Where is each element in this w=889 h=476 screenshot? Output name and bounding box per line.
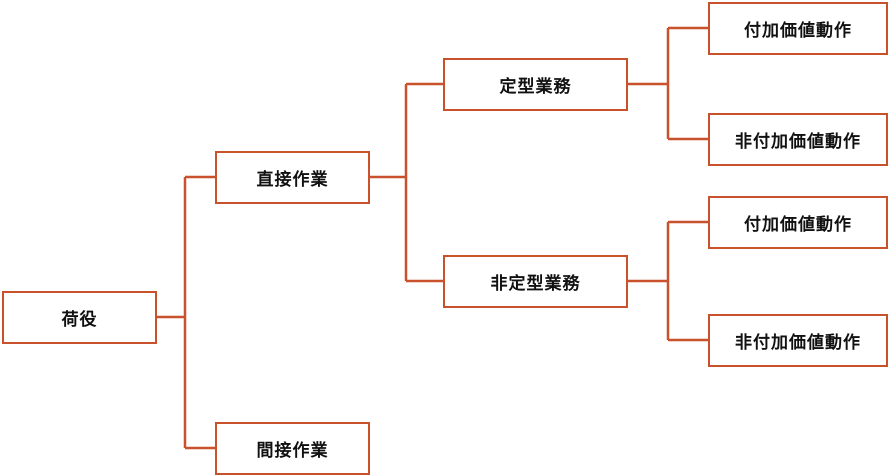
node-value-added-2: 付加価値動作 <box>708 196 888 249</box>
node-indirect-work: 間接作業 <box>215 422 370 475</box>
node-cargo-handling: 荷役 <box>2 291 157 344</box>
node-value-added-1: 付加価値動作 <box>708 2 888 55</box>
connector-root <box>156 175 215 450</box>
connector-nonroutine <box>627 220 708 342</box>
node-nonroutine-work: 非定型業務 <box>443 255 628 308</box>
node-non-value-added-2: 非付加価値動作 <box>708 314 888 367</box>
connector-direct <box>369 82 443 283</box>
connector-routine <box>627 26 708 141</box>
node-routine-work: 定型業務 <box>443 58 628 111</box>
node-non-value-added-1: 非付加価値動作 <box>708 113 888 166</box>
node-direct-work: 直接作業 <box>215 151 370 204</box>
